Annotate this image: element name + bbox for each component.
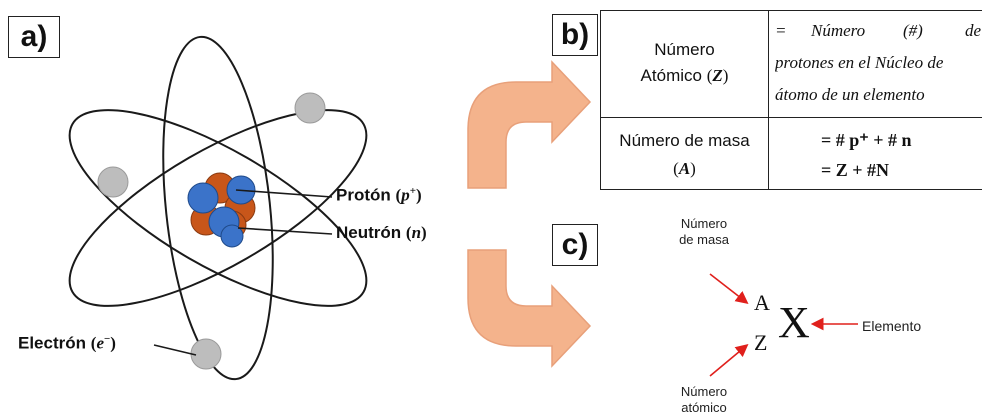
panel-a-label: a) [8, 16, 60, 58]
atom-diagram [68, 35, 368, 381]
neutron [187, 182, 219, 214]
electron-bottom [190, 338, 222, 370]
mass-equation-2: = Z + #N [821, 160, 890, 180]
panel-b-label: b) [552, 14, 598, 56]
electron-top-right [294, 92, 326, 124]
atomic-number-caption: Número atómico [680, 384, 728, 415]
proton-label: Protón (p+) [336, 185, 422, 205]
nucleus [187, 172, 256, 248]
orbit-vertical [162, 35, 274, 381]
neutron-label: Neutrón (n) [336, 223, 427, 242]
mass-number-equations: = # p⁺ + # n = Z + #N [821, 125, 982, 185]
electrons [97, 92, 326, 370]
mass-number-symbol: A [754, 290, 770, 315]
element-symbol: X [778, 298, 810, 347]
neutron-leader-line [237, 227, 333, 235]
element-caption: Elemento [862, 318, 922, 334]
mass-number-label: Número de masa (A) [619, 131, 750, 178]
table-row-divider [601, 117, 982, 118]
orbit-diagonal-1 [68, 109, 368, 307]
atomic-pointer-arrow [709, 343, 749, 377]
mass-number-caption: Número de masa [679, 216, 729, 247]
panel-c-label: c) [552, 224, 598, 266]
orbit-diagonal-2 [68, 109, 368, 307]
atomic-number-label: Número Atómico (Z) [640, 40, 729, 85]
mass-equation-1: = # p⁺ + # n [821, 130, 912, 150]
atomic-number-symbol: Z [754, 330, 768, 355]
arrow-to-panel-c [467, 249, 592, 368]
atomic-number-definition: = Número (#) de protones en el Núcleo de… [775, 21, 982, 104]
electron-label: Electrón (e−) [18, 333, 116, 353]
proton-leader-line [235, 189, 333, 198]
definitions-table: Número Atómico (Z) = Número (#) de proto… [600, 10, 982, 190]
arrow-to-panel-b [467, 60, 592, 189]
neutron [220, 224, 244, 248]
electron-left [97, 166, 129, 198]
notation-pointers [709, 273, 858, 377]
table-column-divider [768, 11, 769, 189]
mass-pointer-arrow [709, 273, 749, 304]
curved-arrows [467, 60, 592, 368]
electron-leader-line [153, 344, 197, 356]
